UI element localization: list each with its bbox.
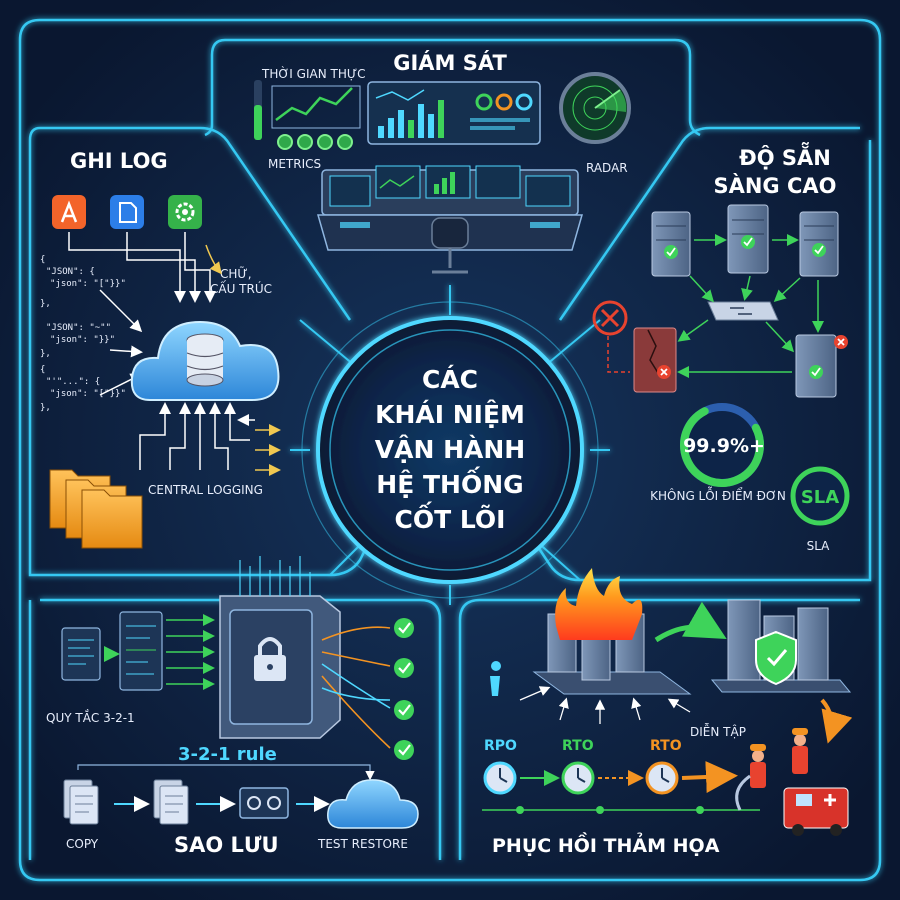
- svg-text:"'"...": {: "'"...": {: [46, 377, 100, 387]
- recovery-site-icon: [710, 599, 852, 693]
- svg-text:"json": "["}}": "json": "["}}": [50, 389, 126, 399]
- metrics-label: METRICS: [268, 157, 321, 171]
- server-rack-1: [651, 211, 691, 277]
- rule-text: 3-2-1 rule: [178, 744, 277, 765]
- rule-label: QUY TẮC 3-2-1: [46, 709, 135, 725]
- radar-label: RADAR: [586, 161, 628, 175]
- fire-truck-icon: [783, 787, 849, 836]
- control-desk-icon: [317, 165, 583, 274]
- disaster-section: DIỄN TẬP RPO RTO RTO: [482, 568, 853, 857]
- failover-dashed-line: [607, 336, 630, 373]
- yellow-arrows: [255, 424, 281, 476]
- cloud-database-icon: [130, 320, 280, 401]
- burning-datacenter-icon: [532, 568, 692, 695]
- worker-icon: [490, 661, 501, 696]
- monitoring-title: GIÁM SÁT: [393, 50, 507, 75]
- neon-frame: [18, 18, 882, 882]
- availability-section: ĐỘ SẴN SÀNG CAO: [592, 142, 850, 553]
- source-files-icon: [61, 611, 163, 691]
- drill-label: DIỄN TẬP: [690, 723, 746, 739]
- fire-icon: [555, 568, 643, 640]
- network-switch-icon: [707, 301, 779, 321]
- availability-title-line-2: SÀNG CAO: [713, 173, 836, 198]
- realtime-label: THỜI GIAN THỰC: [261, 66, 366, 81]
- svg-text:"JSON": {: "JSON": {: [46, 267, 95, 277]
- svg-text:{: {: [40, 255, 45, 265]
- uptime-value: 99.9%+: [683, 435, 765, 457]
- central-logging-arrows: [139, 402, 255, 470]
- logging-section: GHI LOG CHỮ, CẤU TRÚC { "JSON": { "json"…: [40, 149, 281, 549]
- test-restore-label: TEST RESTORE: [317, 837, 408, 851]
- clock-icons: [483, 761, 679, 795]
- monitoring-section: GIÁM SÁT THỜI GIAN THỰC METRICS: [254, 50, 631, 274]
- center-hub: CÁC KHÁI NIỆM VẬN HÀNH HỆ THỐNG CỐT LÕI: [301, 301, 599, 599]
- svg-text:"json": "}}": "json": "}}": [50, 335, 115, 345]
- svg-text:"JSON": "~"": "JSON": "~"": [46, 323, 111, 333]
- center-title-line-5: CỐT LÕI: [395, 501, 506, 534]
- dashboard-screen-icon: [367, 81, 541, 145]
- folders-icon: [49, 469, 143, 549]
- no-spof-label: KHÔNG LỖI ĐIỂM ĐƠN: [650, 486, 786, 503]
- vault-icon: [219, 556, 341, 739]
- availability-title-line-1: ĐỘ SẴN: [739, 142, 831, 170]
- copy-documents-icon: [63, 779, 99, 825]
- app-store-icon: [52, 195, 86, 229]
- rto-label-2: RTO: [650, 738, 682, 754]
- copy-documents-icon-2: [153, 779, 189, 825]
- sla-badge: SLA: [790, 466, 850, 526]
- sla-label: SLA: [807, 539, 831, 553]
- restore-checks: [321, 618, 414, 760]
- svg-text:},: },: [40, 403, 51, 413]
- rpo-label: RPO: [484, 738, 517, 754]
- ha-arrows: [677, 234, 824, 378]
- center-title-line-3: VẬN HÀNH: [375, 434, 525, 464]
- center-title-line-1: CÁC: [422, 365, 478, 394]
- backup-arrows: [166, 614, 215, 690]
- failover-arrow: [654, 601, 727, 643]
- copy-label: COPY: [66, 837, 99, 851]
- orange-arrow: [820, 698, 853, 744]
- svg-text:"json": "["}}": "json": "["}}": [50, 279, 126, 289]
- shield-icon: [755, 630, 797, 686]
- backup-title: SAO LƯU: [174, 833, 279, 857]
- gear-icon: [168, 195, 202, 229]
- svg-text:{: {: [40, 365, 45, 375]
- center-title-line-4: HỆ THỐNG: [376, 466, 523, 499]
- server-rack-3: [799, 211, 839, 277]
- scatter-arrows: [519, 686, 691, 724]
- central-logging-label: CENTRAL LOGGING: [148, 483, 263, 497]
- logging-title: GHI LOG: [70, 149, 168, 173]
- sla-badge-text: SLA: [801, 487, 839, 508]
- server-rack-2: [727, 204, 769, 274]
- document-icon: [110, 195, 144, 229]
- error-icon: [592, 300, 628, 336]
- uptime-ring: 99.9%+: [680, 403, 765, 487]
- restore-cloud-icon: [327, 779, 419, 829]
- tape-icon: [239, 787, 289, 819]
- structured-label-line-2: CẤU TRÚC: [210, 280, 272, 296]
- radar-icon: [559, 72, 631, 144]
- disaster-title: PHỤC HỒI THẢM HỌA: [492, 831, 720, 857]
- firefighters-icon: [735, 728, 808, 811]
- log-ingest-arrows: [68, 232, 216, 396]
- svg-text:},: },: [40, 349, 51, 359]
- rto-label-1: RTO: [562, 738, 594, 754]
- server-rack-4: [795, 334, 848, 398]
- json-snippets: { "JSON": { "json": "["}}" }, "JSON": "~…: [40, 255, 126, 413]
- realtime-chart-icon: [254, 80, 361, 150]
- svg-text:},: },: [40, 299, 51, 309]
- center-title-line-2: KHÁI NIỆM: [375, 399, 525, 429]
- structured-label-line-1: CHỮ,: [220, 266, 252, 281]
- failed-server-icon: [633, 327, 677, 393]
- backup-section: QUY TẮC 3-2-1 3-2-1 rule COPY SAO LƯU TE…: [46, 556, 419, 857]
